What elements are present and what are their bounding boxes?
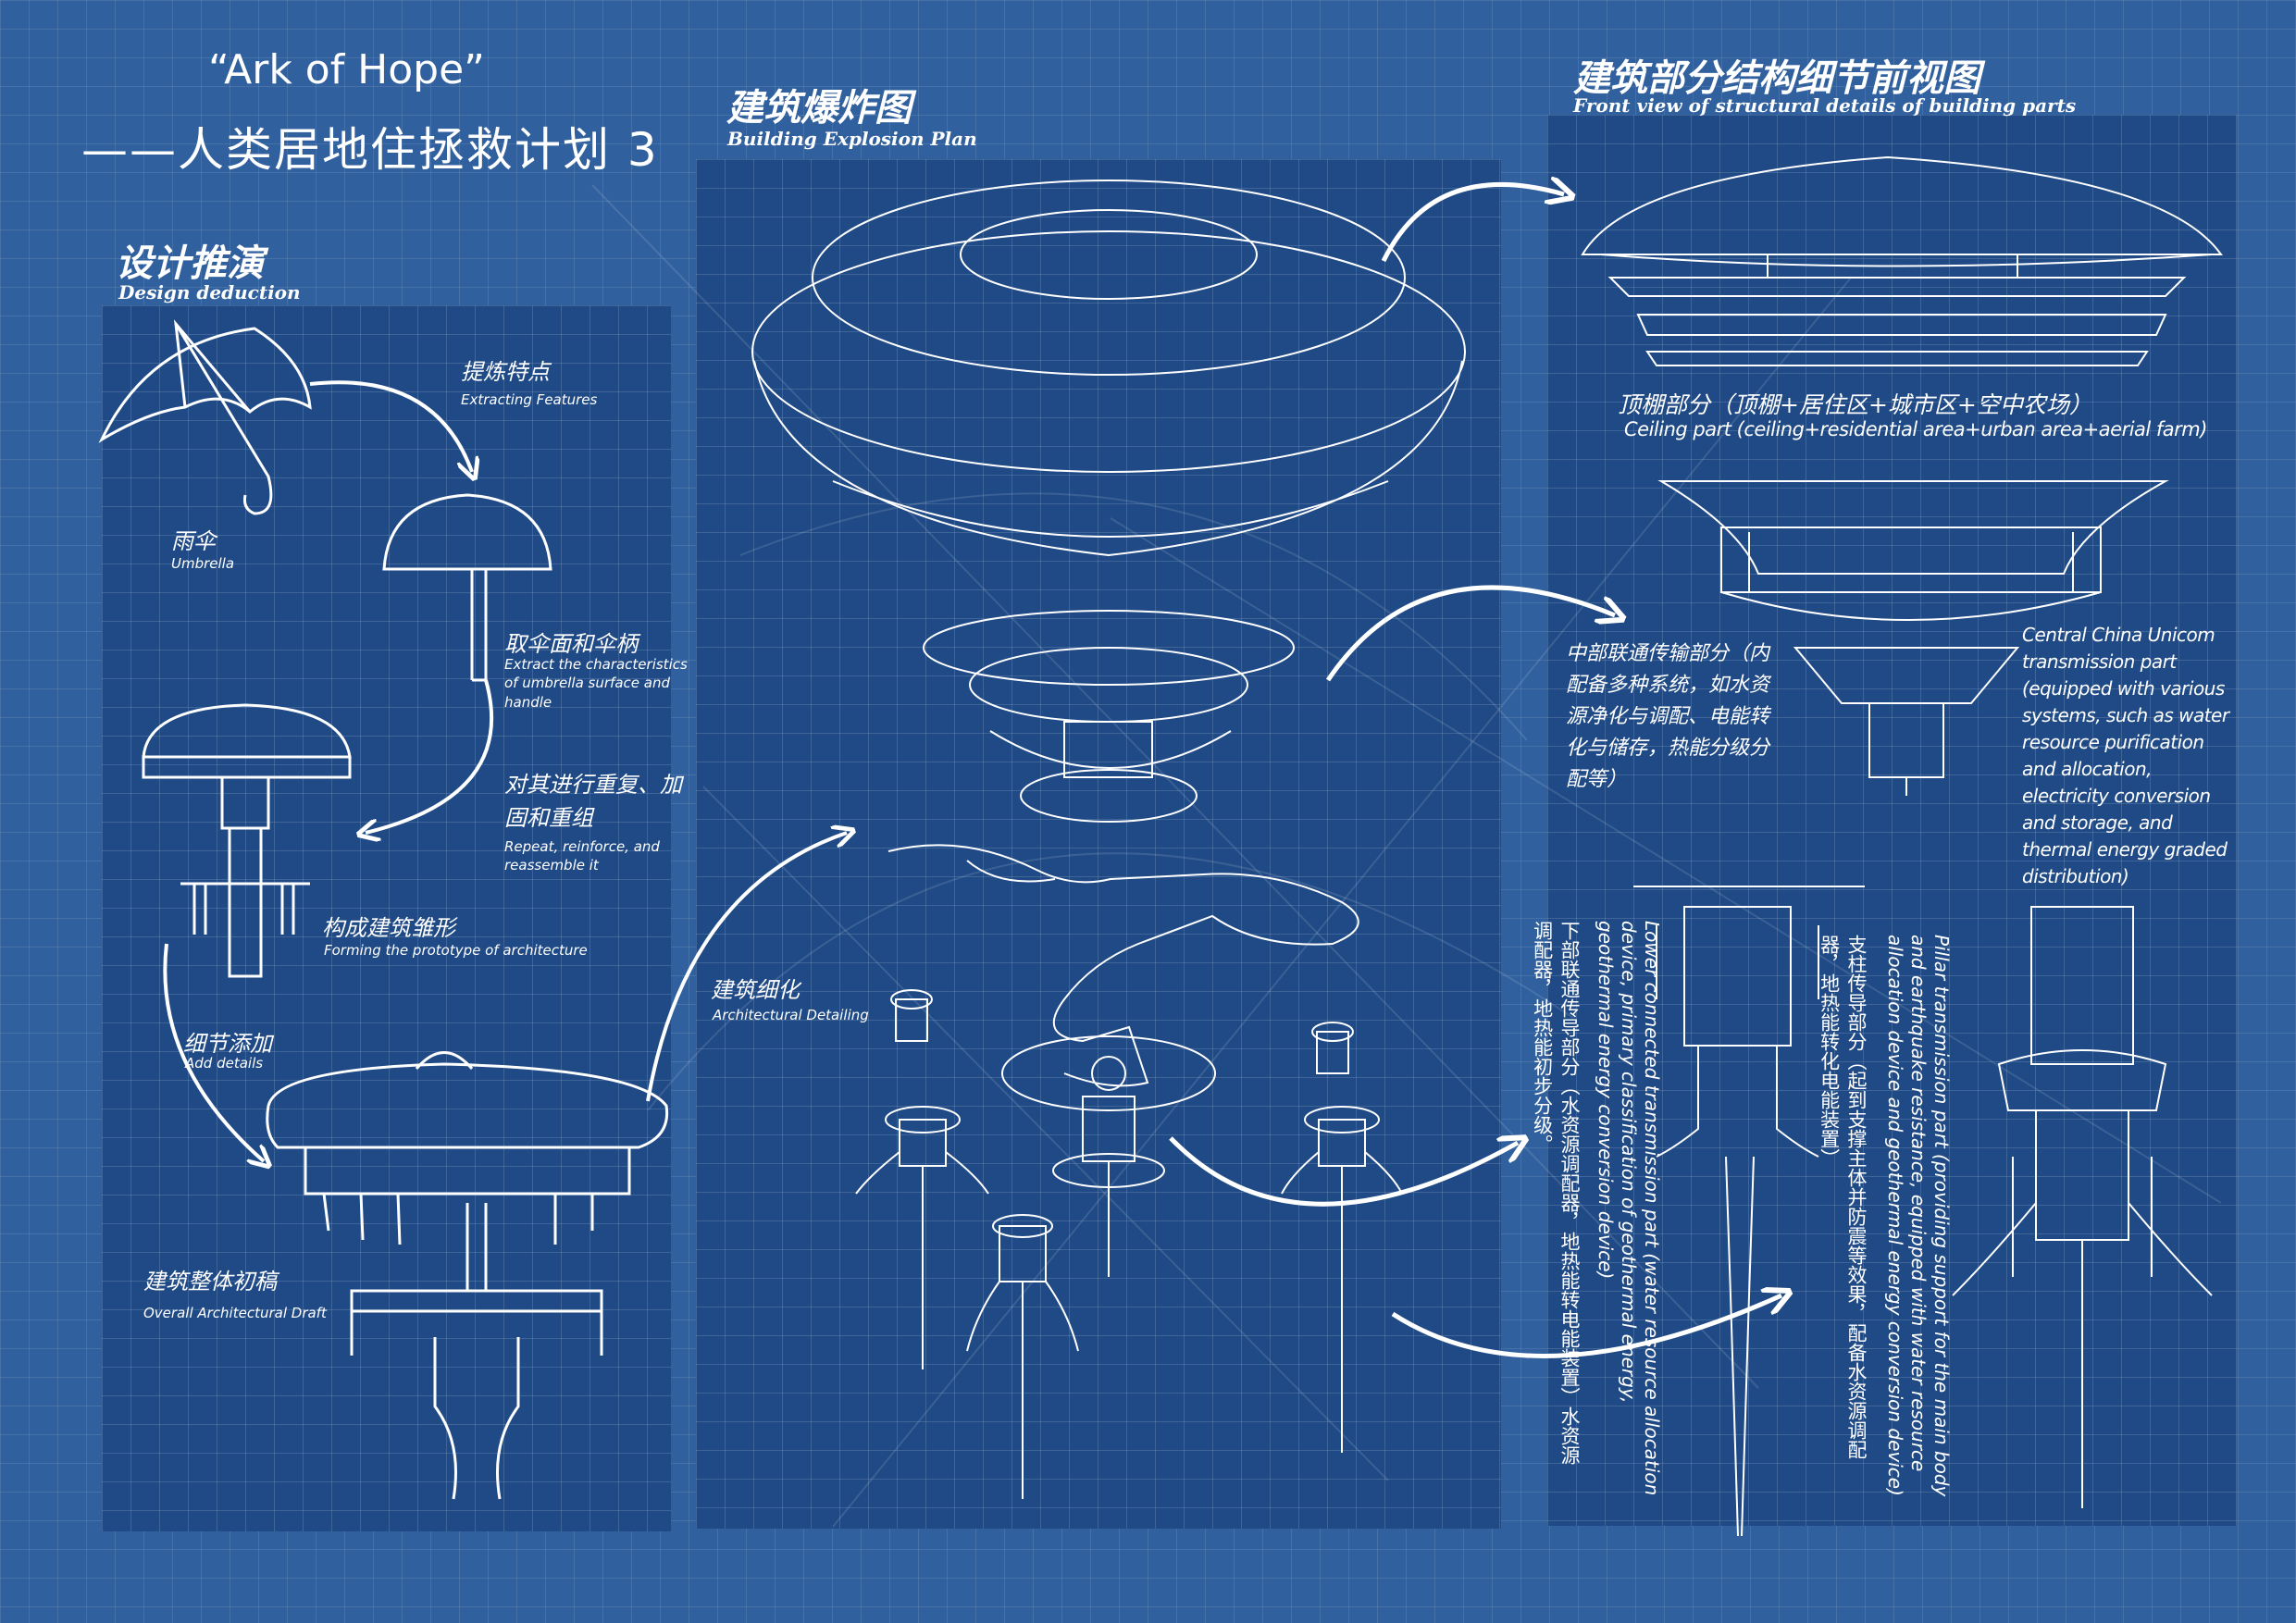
front-view-panel bbox=[1547, 115, 2237, 1526]
main-title-en: “Ark of Hope” bbox=[208, 46, 485, 93]
ceiling-part-label-en: Ceiling part (ceiling+residential area+u… bbox=[1624, 418, 2207, 440]
umbrella-label-en: Umbrella bbox=[171, 555, 235, 572]
lower-part-icon bbox=[1633, 886, 1865, 1537]
umbrella-icon bbox=[98, 319, 312, 515]
overall-draft-label-en: Overall Architectural Draft bbox=[143, 1305, 327, 1321]
central-part-icon bbox=[1657, 480, 2169, 796]
front-view-subheading: Front view of structural details of buil… bbox=[1573, 94, 2077, 117]
central-part-label-en: Central China Unicom transmission part (… bbox=[2022, 624, 2229, 887]
extract-surface-label-en: Extract the characteristics of umbrella … bbox=[504, 656, 688, 711]
ceiling-part-label: 顶棚部分（顶棚+居住区+城市区+空中农场） bbox=[1618, 391, 2092, 418]
prototype-icon bbox=[142, 703, 352, 978]
lower-part-label-en: Lower connected transmission part (water… bbox=[1595, 921, 1663, 1496]
pillar-right bbox=[1281, 1106, 1403, 1453]
add-details-label-en: Add details bbox=[185, 1055, 264, 1072]
pillar-part-label: 支柱传导部分（起到支撑主体并防震等效果，配备水资源调配器，地热能转化电能装置） bbox=[1818, 935, 1868, 1459]
front-view-heading: 建筑部分结构细节前视图 bbox=[1573, 56, 1980, 100]
repeat-label-en: Repeat, reinforce, and reassemble it bbox=[504, 838, 660, 874]
main-title-zh: ——人类居地住拯救计划 3 bbox=[81, 123, 659, 177]
simplified-umbrella-icon bbox=[382, 493, 552, 682]
extract-features-label: 提炼特点 bbox=[461, 359, 550, 385]
pillar-left bbox=[855, 1106, 989, 1369]
explosion-frame-icon bbox=[887, 844, 1359, 1277]
connection-arrows bbox=[1169, 184, 1781, 1358]
background-sketch-lines bbox=[591, 184, 2222, 1528]
explosion-pillars-icon bbox=[855, 989, 1403, 1499]
design-deduction-panel bbox=[102, 305, 671, 1531]
design-deduction-subheading: Design deduction bbox=[118, 281, 301, 304]
extract-features-label-en: Extracting Features bbox=[461, 391, 598, 408]
design-deduction-heading: 设计推演 bbox=[116, 242, 264, 285]
umbrella-label: 雨伞 bbox=[171, 528, 216, 554]
add-details-label: 细节添加 bbox=[183, 1031, 272, 1057]
repeat-label: 对其进行重复、加固和重组 bbox=[504, 772, 682, 831]
pillar-part-icon bbox=[1952, 906, 2213, 1508]
deduction-arrows bbox=[163, 380, 847, 1161]
detailing-label-en: Architectural Detailing bbox=[713, 1007, 869, 1023]
explosion-panel bbox=[696, 159, 1501, 1529]
small-connector-right bbox=[1311, 1022, 1354, 1074]
ceiling-front-icon bbox=[1581, 155, 2223, 366]
draft-building-icon bbox=[266, 1051, 669, 1500]
extract-surface-label: 取伞面和伞柄 bbox=[504, 631, 638, 657]
detailing-label: 建筑细化 bbox=[711, 977, 800, 1003]
prototype-label: 构成建筑雏形 bbox=[322, 915, 455, 941]
lower-part-label: 下部联通传导部分（水资源调配器，地热能转电能装置）水资源调配器，地热能初步分级。 bbox=[1531, 921, 1581, 1465]
small-connector bbox=[890, 989, 933, 1042]
pillar-center bbox=[966, 1214, 1079, 1499]
central-part-label: 中部联通传输部分（内配备多种系统，如水资源净化与调配、电能转化与储存，热能分级分… bbox=[1566, 642, 1770, 792]
pillar-part-label-en: Pillar transmission part (providing supp… bbox=[1884, 935, 1953, 1497]
explosion-subheading: Building Explosion Plan bbox=[727, 128, 977, 150]
explosion-heading: 建筑爆炸图 bbox=[726, 86, 912, 130]
overall-draft-label: 建筑整体初稿 bbox=[143, 1269, 277, 1295]
explosion-dome-icon bbox=[751, 180, 1466, 823]
prototype-label-en: Forming the prototype of architecture bbox=[324, 942, 588, 959]
